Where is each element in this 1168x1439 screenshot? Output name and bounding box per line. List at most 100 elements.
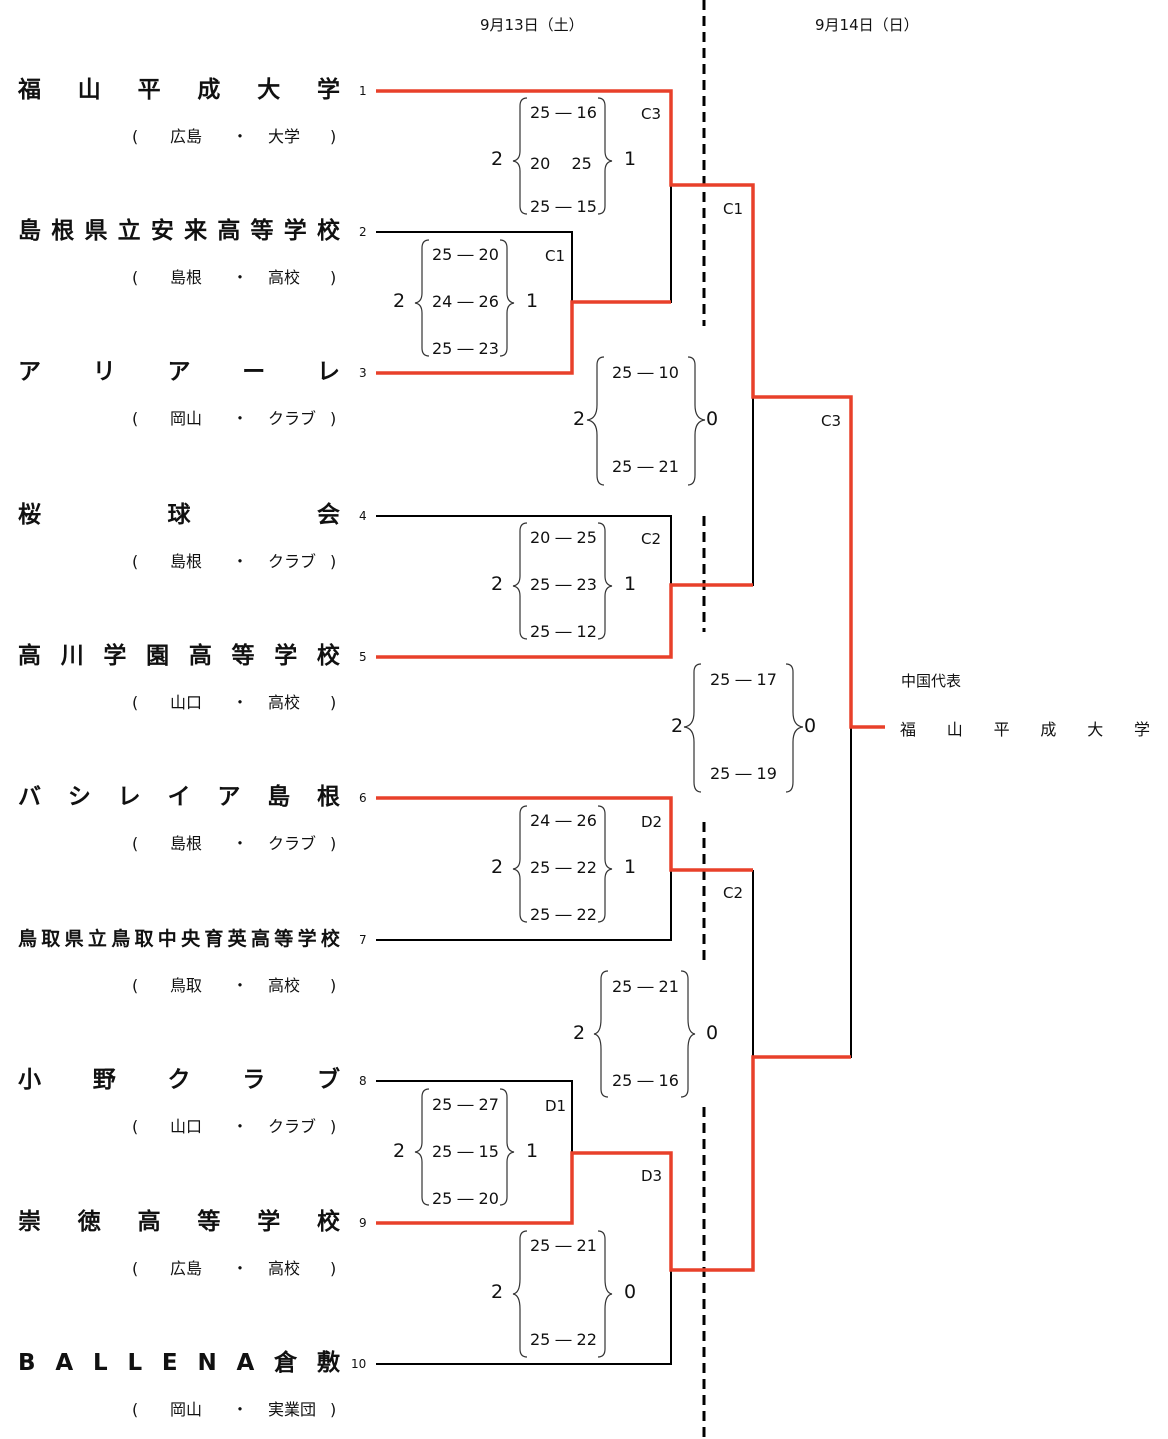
sets-won-left: 2 [573, 1022, 586, 1044]
seed-number: 8 [359, 1074, 367, 1088]
team-name-char: 央 [181, 928, 201, 950]
court-label: C2 [641, 530, 662, 548]
separator: ・ [232, 127, 249, 146]
team-name-char: L [127, 1350, 143, 1376]
paren-close: ) [330, 976, 337, 995]
team-name-char: 中 [157, 928, 177, 950]
team-name-char: L [92, 1350, 108, 1376]
winner-name: 福山平成大学 [900, 716, 1150, 740]
paren-close: ) [330, 1117, 337, 1136]
team-name-char: 成 [197, 77, 221, 103]
sets-won-left: 2 [491, 856, 504, 878]
path-team1 [376, 89, 885, 729]
sets-won-left: 2 [671, 715, 684, 737]
team-name-char: 島 [267, 784, 291, 810]
team-name-char: 根 [316, 784, 340, 810]
sets-won-right: 1 [526, 1140, 539, 1162]
team-name-char: バ [18, 784, 41, 810]
set-score: 25 ― 21 [612, 977, 679, 996]
paren-open: ( [132, 127, 139, 146]
team-name-char: 学 [316, 77, 340, 103]
sets-won-right: 0 [706, 1022, 719, 1044]
seed-number: 1 [359, 84, 367, 98]
seed-number: 9 [359, 1216, 367, 1230]
team-name-char: 桜 [18, 502, 41, 528]
team-name-char: 立 [87, 928, 107, 950]
team-name-char: 鳥 [18, 928, 38, 950]
winner-name-char: 学 [1133, 720, 1150, 739]
team-name-char: 学 [283, 218, 307, 244]
team-name-char: 小 [18, 1067, 41, 1093]
prefecture: 広島 [170, 127, 203, 146]
sets-won-right: 1 [624, 573, 637, 595]
team-name: 福山平成大学 [18, 76, 340, 104]
court-label-r2-top: C1 [723, 200, 744, 218]
category: クラブ [268, 552, 317, 571]
team-name-char: レ [317, 359, 340, 385]
paren-close: ) [330, 552, 337, 571]
prefecture: 山口 [170, 693, 203, 712]
day1-date: 9月13日（土） [480, 16, 584, 34]
team-name-char: B [18, 1350, 36, 1376]
team-name-char: 等 [274, 928, 294, 950]
team-name-char: 取 [134, 928, 154, 950]
prefecture: 鳥取 [170, 976, 203, 995]
team-name-char: 会 [317, 502, 340, 528]
team-name-char: A [55, 1350, 74, 1376]
team-name-char: 学 [257, 1209, 281, 1235]
team-name-char: 学 [103, 643, 127, 669]
team-name-char: 崇 [18, 1209, 41, 1235]
paren-open: ( [132, 1117, 139, 1136]
set-score: 25 ― 20 [432, 1189, 499, 1208]
sets-won-left: 2 [491, 1281, 504, 1303]
team-name-char: レ [117, 784, 141, 810]
team-name-char: 英 [227, 928, 247, 950]
category: 高校 [268, 1259, 301, 1278]
team-name-char: 敷 [316, 1350, 340, 1376]
category: 高校 [268, 268, 301, 287]
team-name-char: 徳 [77, 1209, 101, 1235]
set-score: 25 ― 23 [530, 575, 597, 594]
paren-close: ) [330, 1400, 337, 1419]
prefecture: 島根 [170, 552, 203, 571]
team-name-char: ブ [317, 1067, 340, 1093]
set-score: 25 ― 10 [612, 363, 679, 382]
path-team6 [376, 796, 753, 872]
team-name-char: 高 [188, 643, 212, 669]
separator: ・ [232, 834, 249, 853]
separator: ・ [232, 1117, 249, 1136]
prefecture: 山口 [170, 1117, 203, 1136]
team-name-char: 県 [84, 218, 108, 244]
set-score: 25 ― 15 [432, 1142, 499, 1161]
prefecture: 岡山 [170, 1400, 203, 1419]
team-name-char: 球 [167, 502, 191, 528]
team-name-char: シ [67, 784, 91, 810]
paren-open: ( [132, 976, 139, 995]
sets-won-right: 1 [526, 290, 539, 312]
seed-number: 10 [351, 1357, 367, 1371]
seed-number: 4 [359, 509, 367, 523]
court-label: D2 [641, 813, 663, 831]
separator: ・ [232, 552, 249, 571]
sets-won-right: 0 [804, 715, 817, 737]
team-name: 崇徳高等学校 [18, 1208, 340, 1236]
separator: ・ [232, 976, 249, 995]
separator: ・ [232, 409, 249, 428]
set-score: 20 25 [530, 154, 592, 173]
team-name-char: 福 [18, 77, 41, 103]
paren-close: ) [330, 409, 337, 428]
score-braces [414, 97, 804, 1358]
seed-number: 5 [359, 650, 367, 664]
court-label-r2-bottom: C2 [723, 884, 744, 902]
prefecture: 岡山 [170, 409, 203, 428]
sets-won-right: 1 [624, 148, 637, 170]
team-name: 鳥取県立鳥取中央育英高等学校 [18, 925, 340, 953]
sets-won-left: 2 [491, 573, 504, 595]
team-name-char: 学 [297, 928, 317, 950]
sets-won-right: 0 [706, 408, 719, 430]
path-team5 [376, 583, 753, 659]
set-score: 25 ― 17 [710, 670, 777, 689]
team-name-char: 校 [316, 1209, 340, 1235]
sets-won-left: 2 [393, 290, 406, 312]
